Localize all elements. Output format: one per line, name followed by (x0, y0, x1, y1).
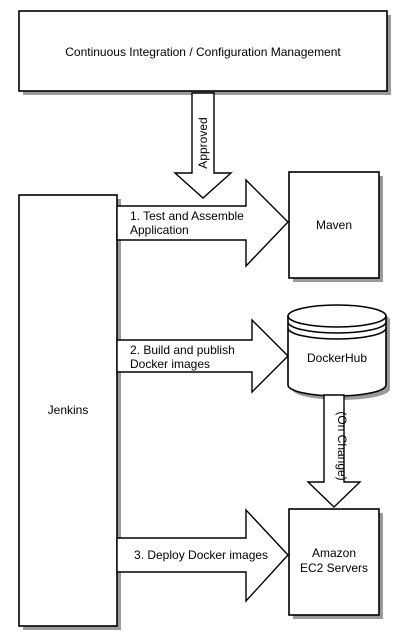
step3-label: 3. Deploy Docker images (134, 548, 268, 562)
jenkins-node: Jenkins (18, 194, 121, 630)
on-change-arrow: (On Change) (306, 394, 362, 508)
dockerhub-label: DockerHub (307, 351, 367, 365)
step3-arrow: 3. Deploy Docker images (116, 508, 289, 603)
amazon-label-line1: Amazon (312, 546, 356, 560)
step2-label-line1: 2. Build and publish (130, 343, 235, 357)
approved-arrow: Approved (173, 92, 233, 199)
jenkins-label: Jenkins (48, 403, 89, 417)
step1-label-line1: 1. Test and Assemble (130, 209, 244, 223)
on-change-label: (On Change) (335, 411, 349, 480)
approved-label: Approved (196, 117, 210, 168)
ci-cm-label: Continuous Integration / Configuration M… (65, 45, 341, 59)
dockerhub-node: DockerHub (287, 304, 390, 400)
amazon-label-line2: EC2 Servers (300, 561, 368, 575)
maven-node: Maven (288, 171, 383, 282)
step1-arrow: 1. Test and Assemble Application (116, 178, 289, 268)
ci-cm-node: Continuous Integration / Configuration M… (18, 10, 391, 95)
amazon-ec2-node: Amazon EC2 Servers (288, 508, 383, 619)
step2-label-line2: Docker images (130, 357, 210, 371)
step2-arrow: 2. Build and publish Docker images (116, 318, 289, 394)
step1-label-line2: Application (130, 223, 189, 237)
maven-label: Maven (316, 218, 352, 232)
